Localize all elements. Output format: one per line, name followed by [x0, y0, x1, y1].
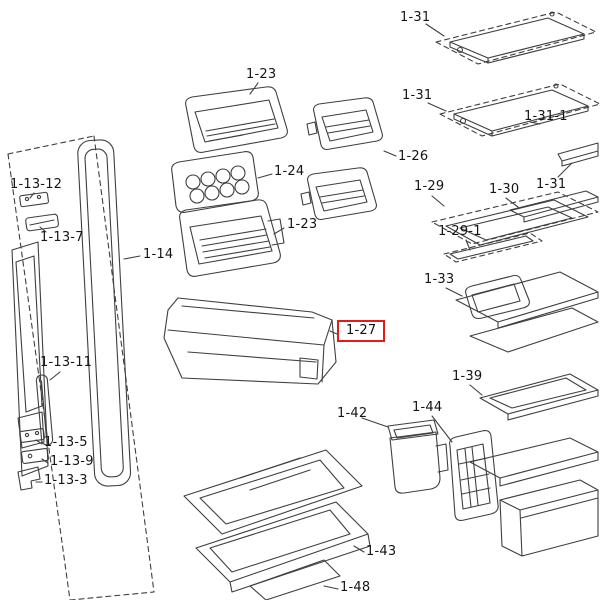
part-label-door-gasket: 1-14: [143, 247, 174, 262]
handle-bar-drawing: [35, 374, 54, 446]
part-label-bracket-c: 1-13-3: [44, 473, 88, 488]
part-label-crisper-tray: 1-48: [340, 580, 371, 595]
part-label-hinge-top: 1-13-12: [10, 177, 63, 192]
part-label-basket-small-right: 1-26: [398, 149, 429, 164]
part-label-glass-panel: 1-30: [489, 182, 520, 197]
basket-small-right-drawing: [306, 97, 383, 151]
part-label-shelf-right-edge: 1-31: [536, 177, 567, 192]
part-label-egg-tray: 1-24: [274, 164, 305, 179]
part-label-chill-tray: 1-33: [424, 272, 455, 287]
part-label-frame-shelf: 1-29: [414, 179, 445, 194]
crisper-cover-right-drawing: [469, 437, 599, 487]
part-label-basket-top: 1-23: [246, 67, 277, 82]
shelf-mid-group: [439, 83, 600, 137]
bracket-b-drawing: [21, 447, 49, 465]
bottom-tray-drawing: [249, 559, 341, 600]
leader-lines: [29, 23, 573, 590]
part-label-shelf-mid: 1-31: [402, 88, 433, 103]
ice-bin-drawing: [387, 419, 449, 494]
part-label-hinge-upper: 1-13-7: [40, 230, 84, 245]
door-bin-drawing: [163, 297, 337, 385]
crisper-cover-drawing: [183, 449, 363, 535]
duct-panel-drawing: [449, 430, 499, 521]
door-assembly-boundary: [7, 135, 155, 600]
crisper-drawer-right-drawing: [499, 479, 599, 557]
part-label-duct-panel: 1-44: [412, 400, 443, 415]
part-label-shelf-top: 1-31: [400, 10, 431, 25]
egg-tray-drawing: [171, 151, 259, 213]
basket-top-drawing: [185, 86, 288, 153]
part-label-bracket-b: 1-13-9: [50, 454, 94, 469]
part-label-ice-bin: 1-42: [337, 406, 368, 421]
part-label-door-bin-highlighted: 1-27: [337, 320, 386, 342]
part-label-lower-shelf: 1-39: [452, 369, 483, 384]
chill-tray-group: [455, 271, 599, 353]
crisper-tray-drawing: [195, 501, 371, 593]
part-label-frame-shelf-trim: 1-29-1: [438, 224, 482, 239]
shelf-right-edge-group: [557, 142, 599, 167]
part-label-crisper-cover: 1-43: [366, 544, 397, 559]
part-label-handle-bar: 1-13-11: [40, 355, 93, 370]
door-gasket-drawing: [77, 139, 132, 487]
bracket-a-drawing: [19, 428, 46, 443]
hinge-top-drawing: [19, 191, 49, 208]
basket-small-lower-drawing: [300, 167, 377, 221]
lower-shelf-group: [479, 373, 599, 421]
part-label-bracket-a: 1-13-5: [44, 435, 88, 450]
part-label-basket-mid: 1-23: [287, 217, 318, 232]
frame-shelf-trim-group: [443, 232, 543, 263]
basket-mid-drawing: [179, 199, 285, 277]
shelf-top-group: [435, 11, 597, 65]
glass-panel-drawing: [509, 190, 599, 223]
frame-shelf-group: [431, 191, 599, 246]
bracket-c-drawing: [17, 466, 41, 491]
part-label-shelf-mid-trim: 1-31-1: [524, 109, 568, 124]
